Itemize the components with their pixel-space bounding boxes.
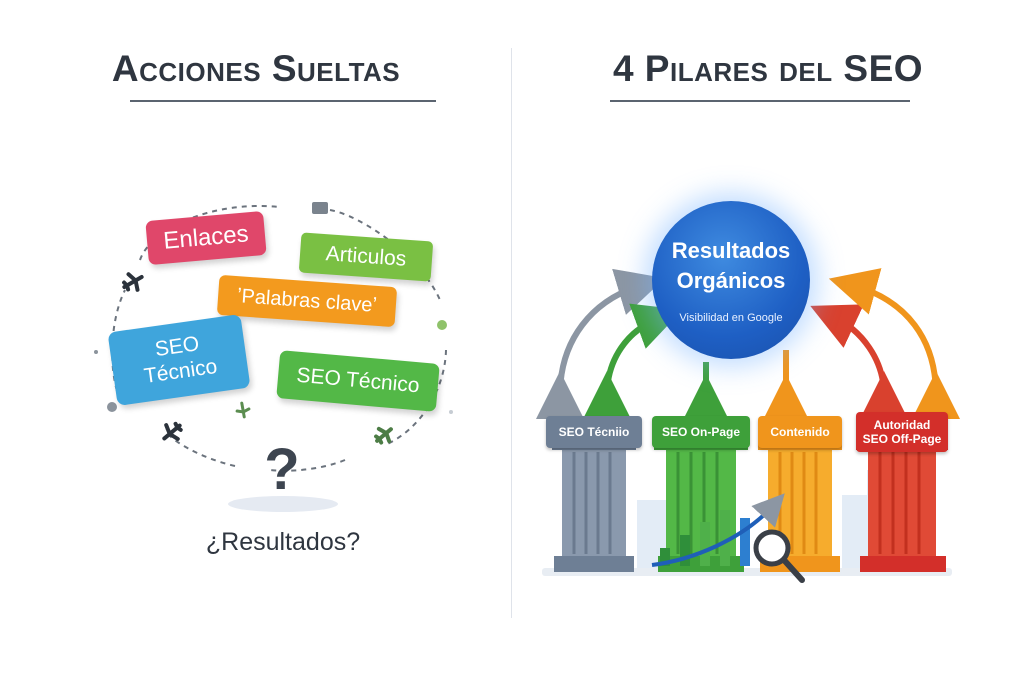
envelope-icon	[312, 202, 328, 214]
plane-icon	[235, 401, 251, 419]
plane-icon	[374, 426, 393, 445]
pillar-seo-tecnico	[552, 428, 636, 572]
hub-subtitle: Visibilidad en Google	[679, 312, 783, 324]
left-title-underline	[130, 100, 436, 102]
left-panel-footer: ¿Resultados?	[205, 528, 361, 556]
dot-icon	[107, 402, 117, 412]
question-mark-icon: ?	[264, 437, 300, 502]
arrow-orange-right	[828, 268, 961, 420]
right-panel-title: 4 Pilares del SEO	[612, 48, 924, 89]
hub-bubble	[652, 201, 810, 359]
scattered-path-graphic	[94, 202, 453, 472]
dot-icon	[437, 320, 447, 330]
pillar-label-seo-on-page: SEO On-Page	[652, 416, 750, 448]
question-shadow	[228, 496, 338, 512]
pillar-label-seo-tecnico: SEO Técniio	[546, 416, 642, 448]
right-title-underline	[610, 100, 910, 102]
pillar-label-text: SEO Técniio	[558, 425, 630, 439]
dot-icon	[449, 410, 453, 414]
pillar-label-autoridad: Autoridad SEO Off-Page	[856, 412, 948, 452]
pillar-label-line2: SEO Off-Page	[862, 432, 942, 446]
growth-chart-icon	[651, 493, 785, 567]
panel-divider	[511, 48, 512, 618]
plane-icon	[122, 272, 144, 292]
left-panel: Acciones Sueltas	[111, 48, 436, 102]
dot-icon	[94, 350, 98, 354]
hub-title-line1: Resultados	[671, 238, 791, 263]
arrow-green-left	[582, 303, 683, 420]
magnifier-icon	[753, 529, 805, 583]
arrow-red	[810, 304, 909, 420]
pillar-label-contenido: Contenido	[758, 416, 842, 448]
pillar-label-text: SEO On-Page	[661, 425, 741, 439]
pillar-label-line1: Autoridad	[873, 418, 931, 432]
plane-icon	[162, 421, 183, 441]
left-panel-title: Acciones Sueltas	[111, 48, 401, 89]
pillar-label-text: Contenido	[770, 425, 830, 439]
arrow-gray	[535, 268, 665, 420]
floor	[542, 568, 952, 576]
hub-title: Resultados Orgánicos	[652, 236, 810, 296]
pillars-graphic	[535, 268, 961, 583]
right-panel: 4 Pilares del SEO	[512, 0, 1024, 683]
hub-title-line2: Orgánicos	[676, 268, 786, 293]
